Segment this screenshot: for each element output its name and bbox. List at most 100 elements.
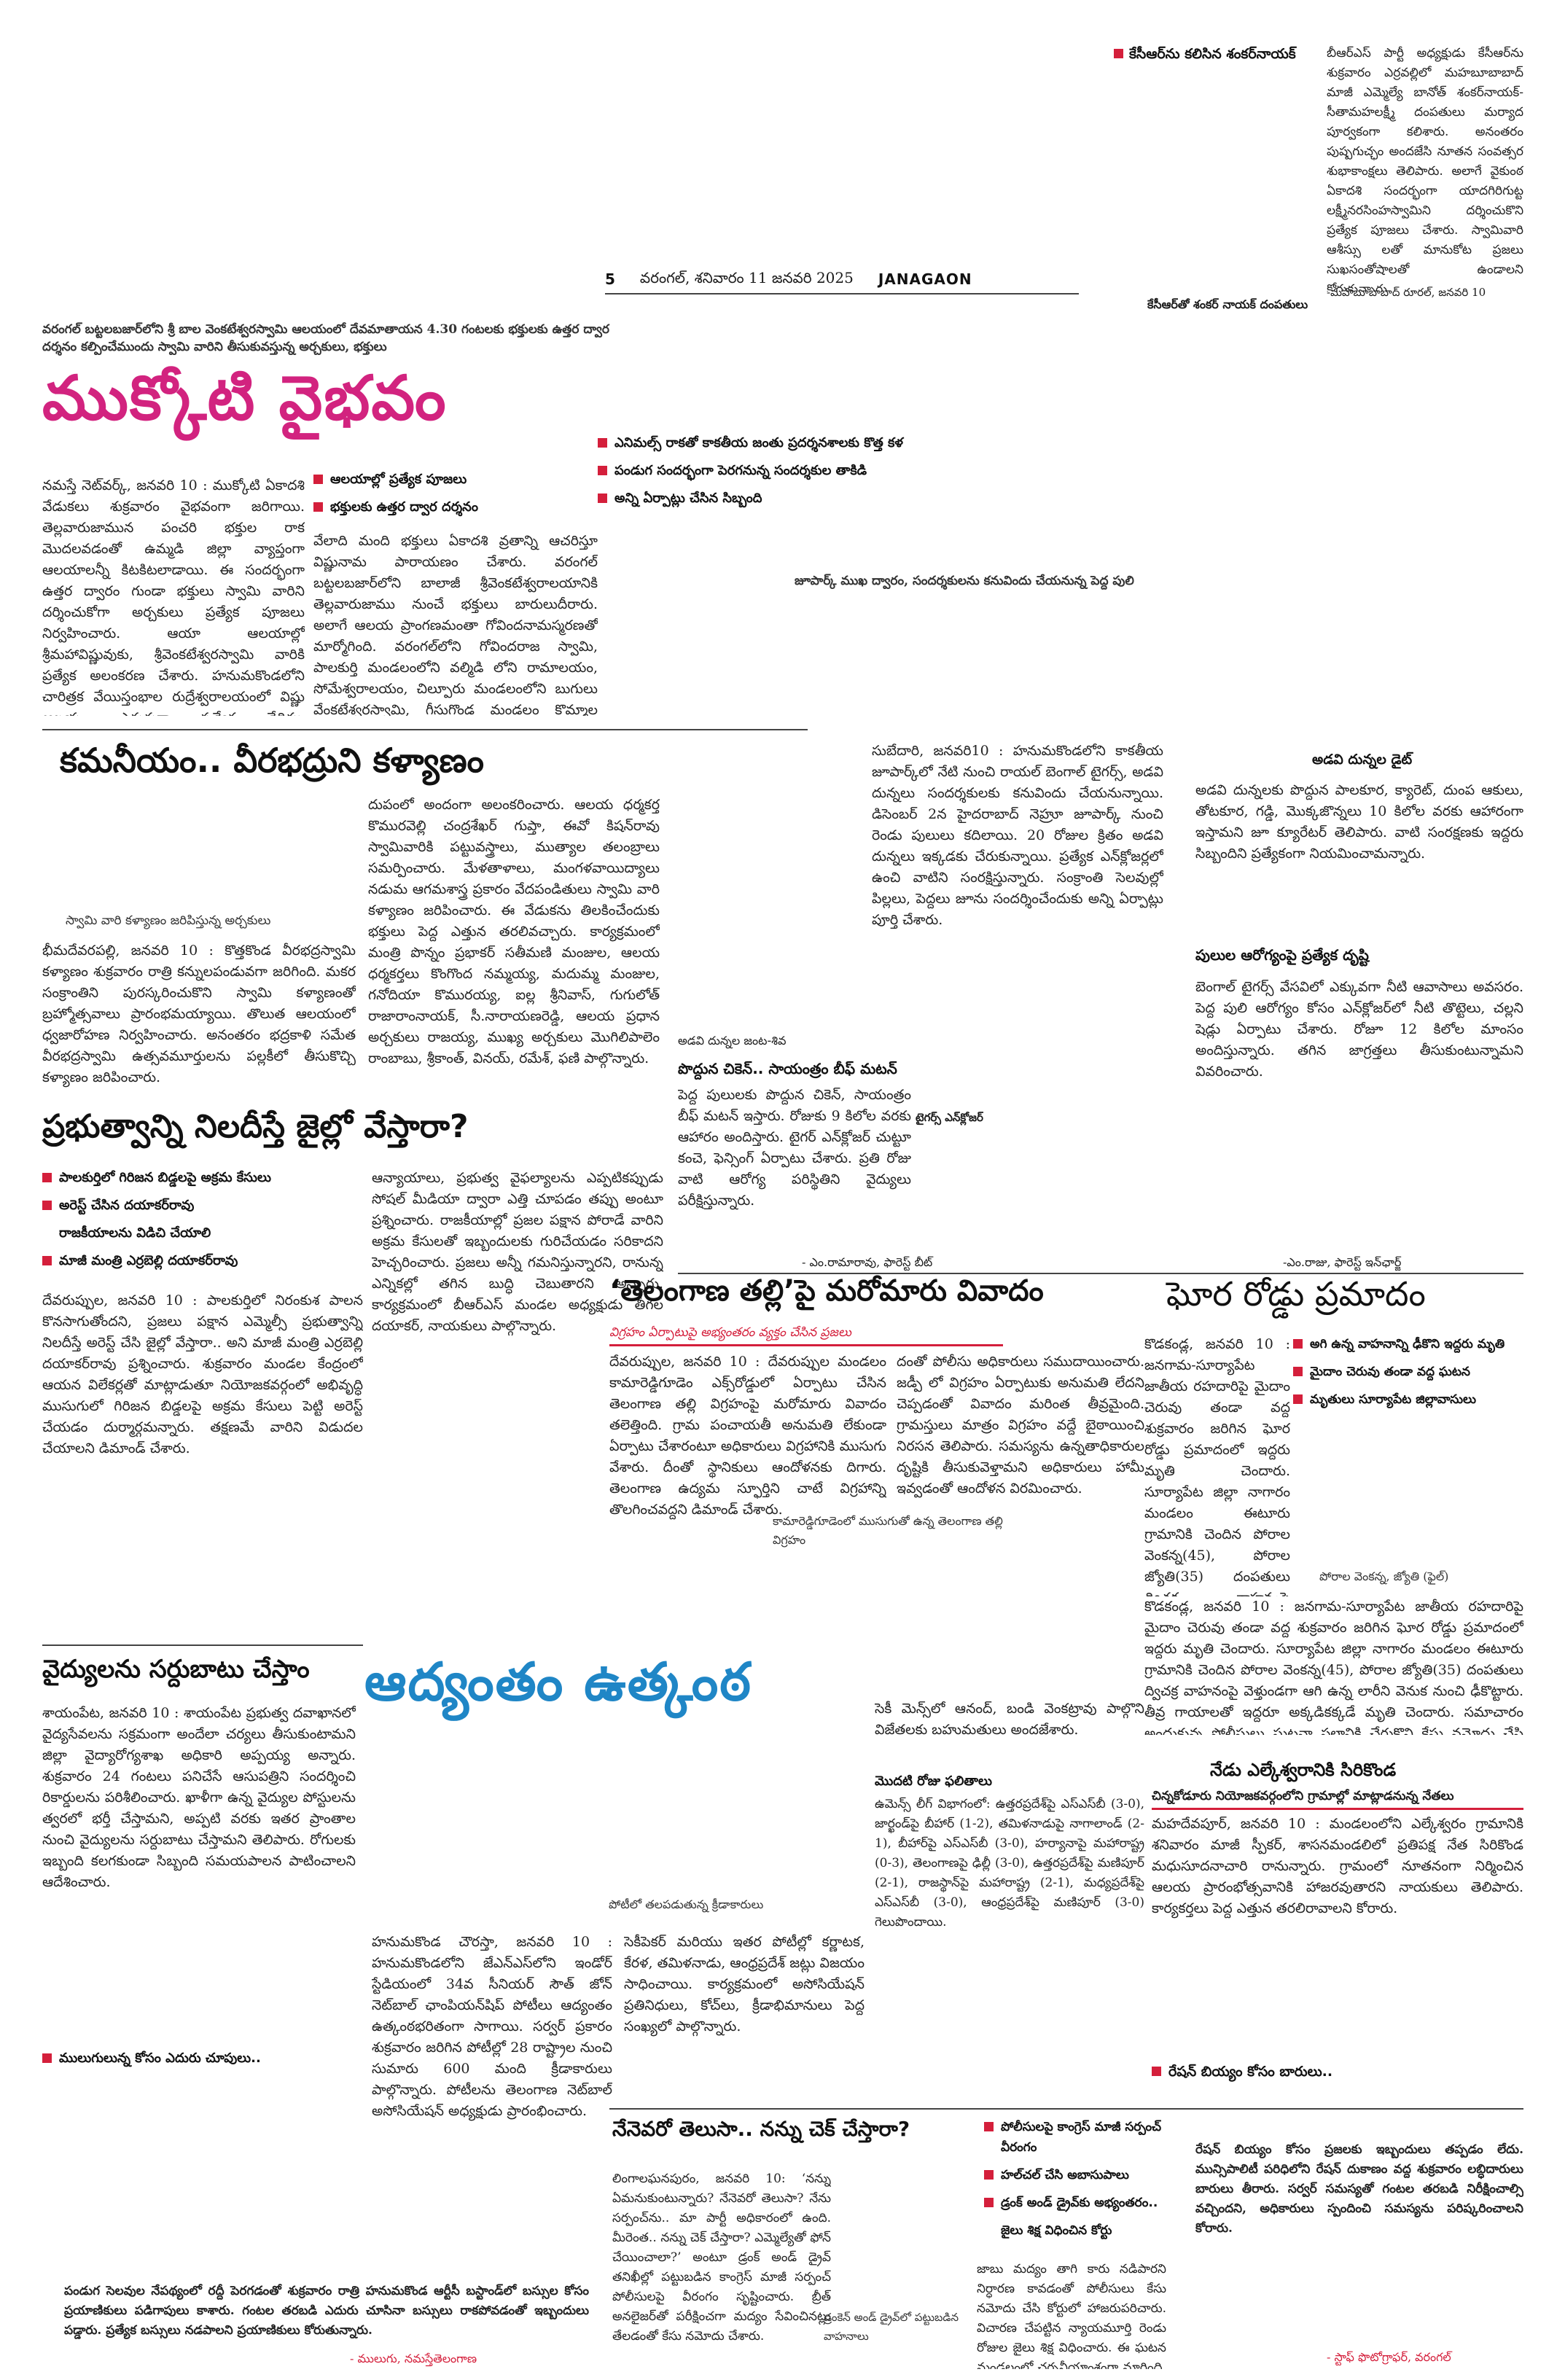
prabhutvam-headline-box: ప్రభుత్వాన్ని నిలదీస్తే జైల్లో వేస్తారా? bbox=[42, 1108, 669, 1159]
bullet-icon bbox=[984, 2198, 994, 2207]
nenevaro-body-1: లింగాలఘనపురం, జనవరి 10: ‘నన్ను ఏమనుకుంటు… bbox=[612, 2172, 831, 2344]
kcr-headline: కేసీఆర్‌ను కలిసిన శంకర్‌నాయక్ bbox=[1129, 46, 1296, 62]
adivi-credit: -ఎం.రాజు, ఫారెస్ట్ ఇన్‌ఛార్జ్ bbox=[1283, 1255, 1402, 1269]
telangana-headline-box: ‘తెలంగాణ తల్లి’పై మరోమారు వివాదం bbox=[609, 1274, 1134, 1325]
adivi-body-1: అడవి దున్నలకు పొద్దున పాలకూర, క్యారెట్, … bbox=[1195, 782, 1523, 862]
bus-stand-credit: - ములుగు, నమస్తేతెలంగాణ bbox=[350, 2352, 477, 2365]
ghora-headline: ఘోర రోడ్డు ప్రమాదం bbox=[1166, 1274, 1426, 1314]
kamaneeyam-headline-box: కమనీయం.. వీరభద్రుని కళ్యాణం bbox=[60, 741, 614, 792]
telangana-body-1: దేవరుప్పుల, జనవరి 10 : దేవరుప్పుల మండలం … bbox=[609, 1354, 886, 1518]
bullet-icon bbox=[42, 1201, 52, 1210]
ghora-headline-box: ఘోర రోడ్డు ప్రమాదం bbox=[1166, 1274, 1531, 1325]
nenevaro-bullet: డ్రంక్ అండ్ డ్రైవ్‌కు అభ్యంతరం.. bbox=[984, 2193, 1174, 2213]
adyantam-body-1: హనుమకొండ చౌరస్తా, జనవరి 10 : హనుమకొండలోన… bbox=[372, 1934, 612, 2119]
mukkoti-bullet: భక్తులకు ఉత్తర ద్వార దర్శనం bbox=[313, 497, 605, 518]
mukkoti-body-1: నమస్తే నెట్‌వర్క్, జనవరి 10 : ముక్కోటి ఏ… bbox=[42, 477, 305, 716]
kcr-story: కేసీఆర్‌ను కలిసిన శంకర్‌నాయక్ bbox=[1114, 44, 1522, 64]
mukkoti-headline: ముక్కోటి వైభవం bbox=[42, 362, 448, 434]
bullet-icon bbox=[42, 1256, 52, 1265]
prabhutvam-bullet: పాలకుర్తిలో గిరిజన బిడ్డలపై అక్రమ కేసులు bbox=[42, 1168, 356, 1188]
prabhutvam-bullet: మాజీ మంత్రి ఎర్రబెల్లి దయాకర్‌రావు bbox=[42, 1251, 356, 1271]
nenevaro-bullets: పోలీసులపై కాంగ్రెస్ మాజీ సర్పంచ్ వీరంగం … bbox=[984, 2117, 1174, 2248]
nenevaro-bullet: జైలు శిక్ష విధించిన కోర్టు bbox=[1001, 2223, 1112, 2238]
zoo-body: సుబేదారి, జనవరి10 : హనుమకొండలోని కాకతీయ … bbox=[872, 743, 1163, 928]
bullet-icon bbox=[1114, 49, 1123, 58]
prabhutvam-body-left: దేవరుప్పుల, జనవరి 10 : పాలకుర్తిలో నిరంక… bbox=[42, 1292, 363, 1456]
nenevaro-photo-caption: డ్రంకెన్ అండ్ డ్రైవ్‌లో పట్టుబడిన వాహనాల… bbox=[824, 2311, 959, 2343]
ghora-bullet: అగి ఉన్న వాహనాన్ని ఢీకొని ఇద్దరు మృతి bbox=[1293, 1334, 1526, 1354]
ration-bullet: రేషన్ బియ్యం కోసం బారులు.. bbox=[1152, 2061, 1523, 2082]
telangana-deck: విగ్రహం ఏర్పాటుపై అభ్యంతరం వ్యక్తం చేసిన… bbox=[609, 1325, 1003, 1346]
mukkoti-body-2: వేలాది మంది భక్తులు ఏకాదశి వ్రతాన్ని ఆచర… bbox=[313, 533, 598, 716]
bullet-icon bbox=[984, 2170, 994, 2180]
mukkoti-bullets: ఆలయాల్లో ప్రత్యేక పూజలు భక్తులకు ఉత్తర ద… bbox=[313, 469, 605, 525]
nenevaro-bullet: హల్‌చల్ చేసి అబాసుపాలు bbox=[984, 2165, 1174, 2185]
bullet-icon bbox=[1293, 1394, 1303, 1404]
ghora-body-cont: కొడకండ్ల, జనవరి 10 : జనగామ-సూర్యాపేట జాత… bbox=[1144, 1599, 1523, 1735]
bullet-icon bbox=[42, 2053, 52, 2063]
bus-stand-caption: పండుగ సెలవుల నేపథ్యంలో రద్దీ పెరగడంతో శు… bbox=[64, 2284, 589, 2338]
telangana-photo-caption: కామారెడ్డిగూడెంలో ముసుగుతో ఉన్న తెలంగాణ … bbox=[773, 1514, 1003, 1547]
bullet-icon bbox=[313, 502, 323, 512]
ghora-sub2-deck: చిన్నకోడూరు నియోజకవర్గంలోని గ్రామాల్లో మ… bbox=[1152, 1789, 1523, 1810]
zoo-bullets: ఎనిమల్స్ రాకతో కాకతీయ జంతు ప్రదర్శనశాలకు… bbox=[598, 433, 918, 516]
bullet-icon bbox=[313, 475, 323, 484]
vaidyulu-bullet: ములుగులున్న కోసం ఎదురు చూపులు.. bbox=[42, 2048, 348, 2069]
prabhutvam-body-right: ఆన్యాయాలు, ప్రభుత్వ వైఫల్యాలను ఎప్పటికప్… bbox=[372, 1170, 663, 1334]
adyantam-photo-caption: పోటీలో తలపడుతున్న క్రీడాకారులు bbox=[609, 1897, 764, 1911]
prabhutvam-bullets: పాలకుర్తిలో గిరిజన బిడ్డలపై అక్రమ కేసులు… bbox=[42, 1168, 356, 1279]
ghora-sub2: నేడు ఎల్కేశ్వరానికి సిరికొండ bbox=[1210, 1760, 1397, 1780]
vaidyulu-body: శాయంపేట, జనవరి 10 : శాయంపేట ప్రభుత్వ దవా… bbox=[42, 1705, 356, 1890]
adyantam-body-2: సెకీపెకర్ మరియు ఇతర పోటీల్లో కర్ణాటక, కే… bbox=[624, 1934, 865, 2034]
ghora-body-2: మహదేవపూర్, జనవరి 10 : మండలంలోని ఎల్కేశ్వ… bbox=[1152, 1816, 1523, 1916]
page-number: 5 bbox=[605, 270, 615, 288]
bullet-icon bbox=[1293, 1367, 1303, 1376]
mukkoti-photo-caption: వరంగల్ బట్టలబజార్‌లోని శ్రీ బాల వెంకటేశ్… bbox=[42, 322, 609, 354]
kamaneeyam-body-left: భీమదేవరపల్లి, జనవరి 10 : కొత్తకొండ వీరభద… bbox=[42, 943, 356, 1085]
mukkoti-bullet: ఆలయాల్లో ప్రత్యేక పూజలు bbox=[313, 469, 605, 490]
adivi-label: అడవి దున్నల డైట్ bbox=[1312, 752, 1413, 768]
adyantam-headline: ఆద్యంతం ఉత్కంఠ bbox=[364, 1651, 752, 1712]
adyantam-results: ఉమెన్స్ లీగ్ విభాగంలో: ఉత్తరప్రదేశ్‌పై ఎ… bbox=[875, 1797, 1144, 1930]
adyantam-headline-box: ఆద్యంతం ఉత్కంఠ bbox=[364, 1644, 875, 1732]
tiger-credit: - ఎం.రామారావు, ఫారెస్ట్ బీట్ bbox=[802, 1255, 933, 1269]
kamaneeyam-headline: కమనీయం.. వీరభద్రుని కళ్యాణం bbox=[60, 741, 484, 780]
ghora-bullet: మృతులు సూర్యాపేట జిల్లావాసులు bbox=[1293, 1389, 1526, 1410]
bullet-icon bbox=[42, 1173, 52, 1182]
kcr-credit: -మహబూబాబాద్ రూరల్, జనవరి 10 bbox=[1327, 286, 1486, 299]
section-rule bbox=[678, 1273, 1523, 1274]
section-rule bbox=[42, 729, 808, 730]
ghora-photo-caption: పోరాల వెంకన్న, జ్యోతి (ఫైల్) bbox=[1319, 1569, 1449, 1583]
ration-caption: రేషన్ బియ్యం కోసం ప్రజలకు ఇబ్బందులు తప్ప… bbox=[1195, 2142, 1523, 2236]
ghora-bullet: మైదాం చెరువు తండా వద్ద ఘటన bbox=[1293, 1362, 1526, 1382]
zoo-photo-caption: జూపార్క్ ముఖ ద్వారం, సందర్శకులను కనువింద… bbox=[795, 574, 1134, 588]
adivi-body-2: బెంగాల్ టైగర్స్ వేసవిలో ఎక్కువగా నీటి ఆవ… bbox=[1195, 979, 1523, 1080]
ration-credit: - స్టాఫ్ ఫొటోగ్రాఫర్, వరంగల్ bbox=[1327, 2350, 1451, 2364]
tiger-body: పెద్ద పులులకు పొద్దున చికెన్, సాయంత్రం బ… bbox=[678, 1087, 911, 1209]
telangana-headline: ‘తెలంగాణ తల్లి’పై మరోమారు వివాదం bbox=[609, 1274, 1044, 1308]
zoo-bullet: పండుగ సందర్భంగా పెరగనున్న సందర్శకుల తాకి… bbox=[598, 461, 918, 481]
section-rule bbox=[42, 1644, 363, 1646]
bullet-icon bbox=[598, 466, 607, 475]
mukkoti-headline-box: ముక్కోటి వైభవం bbox=[42, 362, 589, 449]
prabhutvam-bullet: అరెస్ట్ చేసిన దయాకర్‌రావు bbox=[42, 1195, 356, 1216]
tiger-label: అడవి దున్నల జంట-శివ bbox=[678, 1034, 787, 1047]
telangana-body-2: దంతో పోలీసు అధికారులు సముదాయించారు. జడ్ప… bbox=[897, 1354, 1144, 1497]
kcr-body: బీఆర్ఎస్ పార్టీ అధ్యక్షుడు కేసీఆర్‌ను శు… bbox=[1327, 46, 1523, 292]
adyantam-results-label: మొదటి రోజు ఫలితాలు bbox=[875, 1774, 992, 1789]
tiger-photo-caption: టైగర్స్ ఎన్‌క్లోజర్ bbox=[916, 1111, 983, 1124]
nenevaro-headline: నేనెవరో తెలుసా.. నన్ను చెక్ చేస్తారా? bbox=[612, 2117, 910, 2141]
page-header: 5 వరంగల్, శనివారం 11 జనవరి 2025 JANAGAON bbox=[605, 268, 1130, 290]
ghora-bullets: అగి ఉన్న వాహనాన్ని ఢీకొని ఇద్దరు మృతి మై… bbox=[1293, 1334, 1526, 1417]
kamaneeyam-body-right: దుపంలో అందంగా అలంకరించారు. ఆలయ ధర్మకర్త … bbox=[368, 797, 660, 1066]
section-rule bbox=[609, 2108, 1523, 2110]
bullet-icon bbox=[598, 438, 607, 448]
bullet-icon bbox=[1293, 1339, 1303, 1349]
zoo-bullet: అన్ని ఏర్పాట్లు చేసిన సిబ్బంది bbox=[598, 488, 918, 509]
dateline: వరంగల్, శనివారం 11 జనవరి 2025 bbox=[639, 268, 854, 286]
tiger-sub: పొద్దున చికెన్.. సాయంత్రం బీఫ్ మటన్ bbox=[678, 1060, 897, 1077]
zoo-bullet: ఎనిమల్స్ రాకతో కాకతీయ జంతు ప్రదర్శనశాలకు… bbox=[598, 433, 918, 453]
ghora-body-left: కొడకండ్ల, జనవరి 10 : జనగామ-సూర్యాపేట జాత… bbox=[1144, 1336, 1290, 1596]
nenevaro-body-2: జాబు మద్యం తాగి కారు నడిపారని నిర్ధారణ క… bbox=[977, 2262, 1166, 2369]
bullet-icon bbox=[598, 493, 607, 503]
